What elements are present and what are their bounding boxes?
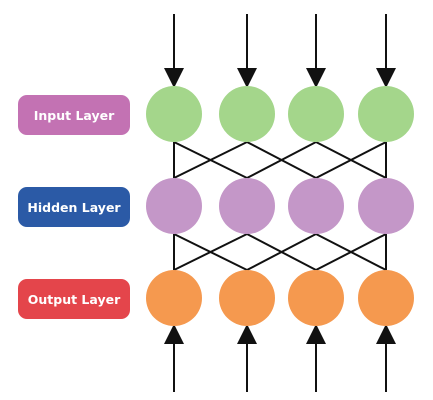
input-node-4 xyxy=(358,86,414,142)
io-arrows xyxy=(164,14,396,392)
output-node-1 xyxy=(146,270,202,326)
input-to-hidden-edge-3-2 xyxy=(315,141,387,179)
input-to-hidden-edge-1-0 xyxy=(173,141,248,179)
input-to-hidden-edge-2-1 xyxy=(246,141,317,179)
hidden-node-4 xyxy=(358,178,414,234)
output-node-4 xyxy=(358,270,414,326)
hidden-to-output-edge-3-2 xyxy=(315,233,387,271)
input-node-2 xyxy=(219,86,275,142)
input-node-1 xyxy=(146,86,202,142)
output-layer-label: Output Layer xyxy=(18,279,130,319)
output-node-2 xyxy=(219,270,275,326)
hidden-node-1 xyxy=(146,178,202,234)
hidden-to-output-edge-2-1 xyxy=(246,233,317,271)
hidden-layer-label: Hidden Layer xyxy=(18,187,130,227)
hidden-to-output-edge-1-0 xyxy=(173,233,248,271)
output-node-3 xyxy=(288,270,344,326)
connection-lines xyxy=(173,141,387,271)
hidden-node-3 xyxy=(288,178,344,234)
input-node-3 xyxy=(288,86,344,142)
input-layer-label: Input Layer xyxy=(18,95,130,135)
hidden-node-2 xyxy=(219,178,275,234)
neurons xyxy=(146,86,414,326)
